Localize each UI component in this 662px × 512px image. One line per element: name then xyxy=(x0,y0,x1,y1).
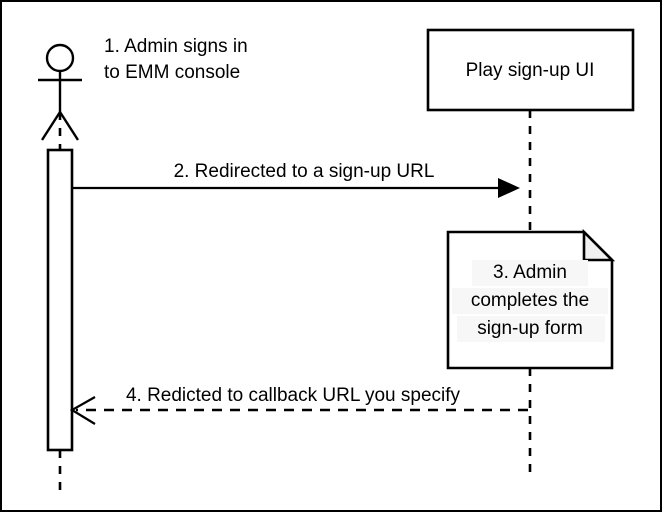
note-step-3-highlight-3 xyxy=(457,316,605,342)
message-step-4[interactable]: 4. Redicted to callback URL you specify xyxy=(69,385,528,425)
message-step-4-label: 4. Redicted to callback URL you specify xyxy=(126,385,461,406)
annotation-step-1-line-2: to EMM console xyxy=(104,62,240,83)
message-step-2-arrowhead xyxy=(498,178,520,198)
message-step-2[interactable]: 2. Redirected to a sign-up URL xyxy=(72,161,520,198)
note-step-3-highlight-1 xyxy=(472,260,588,286)
note-step-3[interactable]: 3. Admin completes the sign-up form xyxy=(446,228,616,370)
note-step-3-highlight-2 xyxy=(452,288,608,314)
note-step-3-line-1: 3. Admin xyxy=(493,262,567,283)
participant-label-play-signup-ui: Play sign-up UI xyxy=(466,60,595,81)
message-step-2-label: 2. Redirected to a sign-up URL xyxy=(174,161,435,182)
stick-figure-actor-icon xyxy=(38,43,82,141)
annotation-step-1-line-1: 1. Admin signs in xyxy=(104,36,248,57)
participant-admin[interactable] xyxy=(38,43,82,498)
annotation-step-1: 1. Admin signs in to EMM console xyxy=(104,36,248,83)
note-step-3-line-3: sign-up form xyxy=(477,318,583,339)
participant-play-signup-ui[interactable]: Play sign-up UI xyxy=(426,28,635,478)
participant-box-play-signup-ui[interactable] xyxy=(426,28,635,112)
activation-bar-admin xyxy=(46,148,74,452)
message-step-4-arrowhead xyxy=(69,396,96,425)
note-step-3-fold-corner xyxy=(582,228,616,262)
note-step-3-line-2: completes the xyxy=(471,290,589,311)
